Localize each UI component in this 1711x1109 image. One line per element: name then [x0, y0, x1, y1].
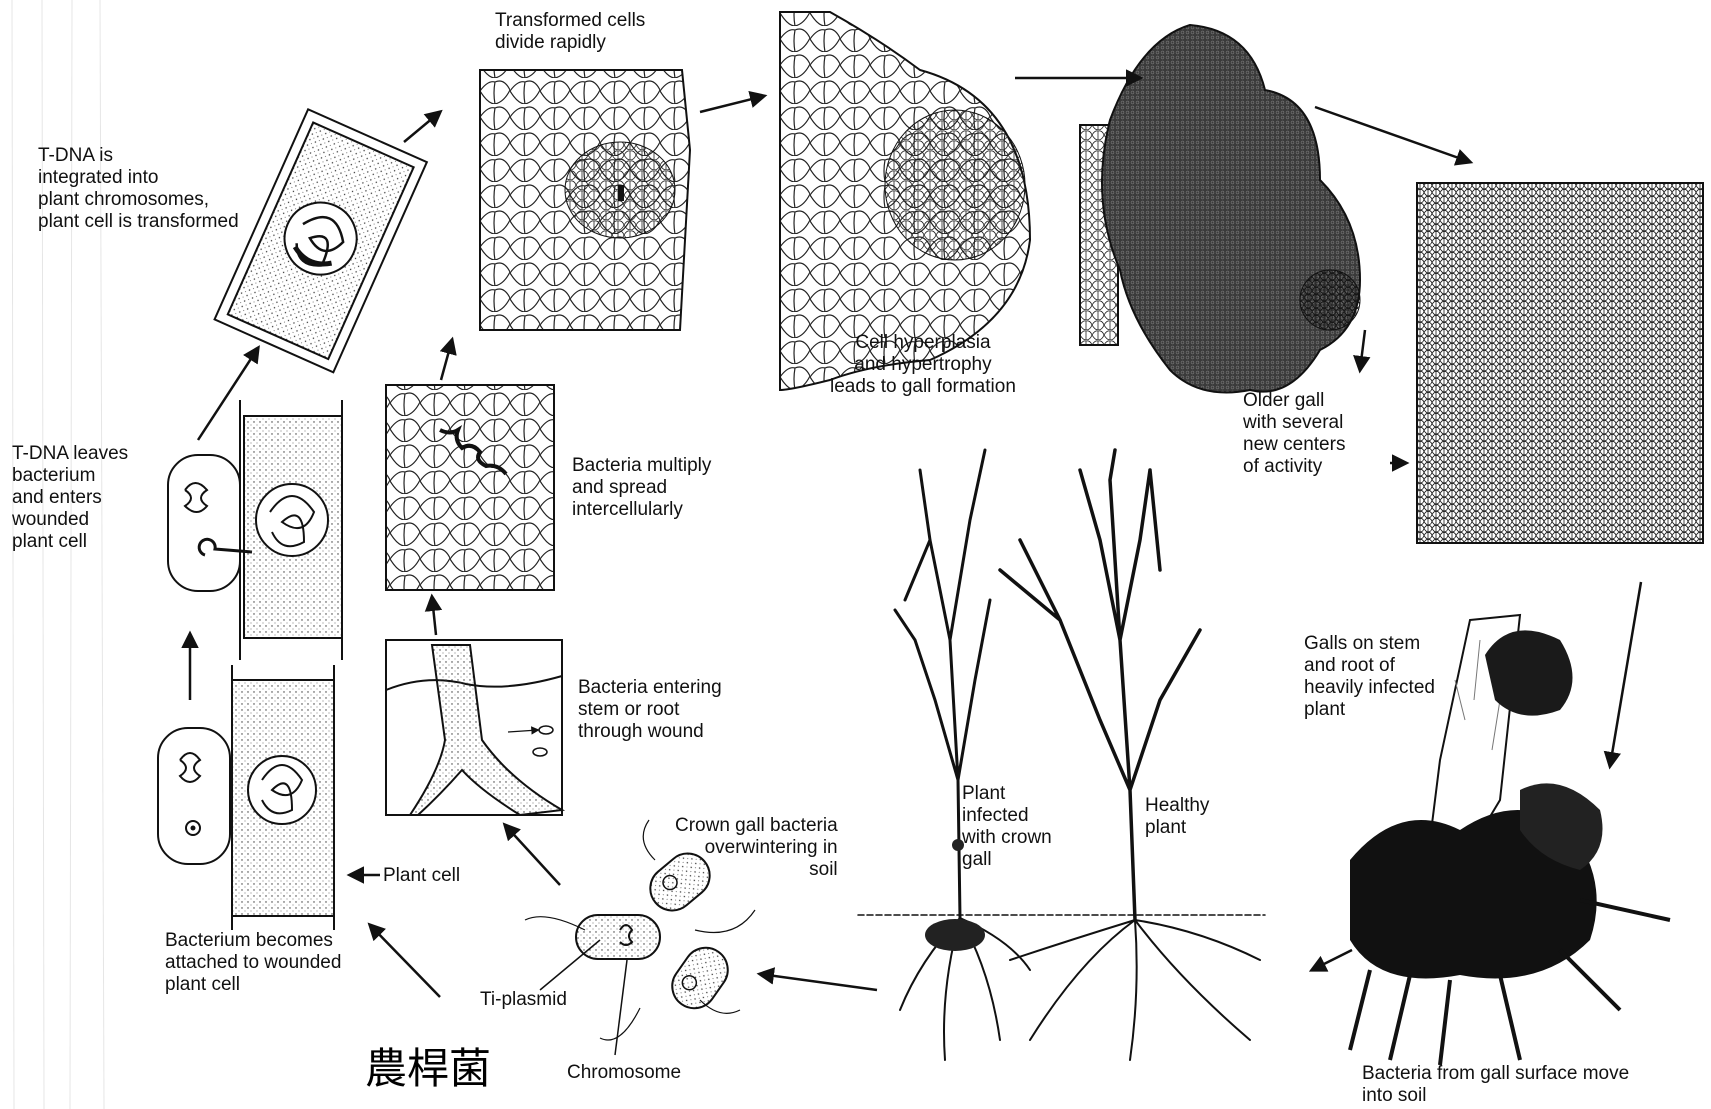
label-line: Bacteria from gall surface move: [1362, 1063, 1629, 1085]
label-line: infected: [962, 805, 1052, 827]
label-bacteria-from-gall: Bacteria from gall surface move into soi…: [1362, 1063, 1629, 1107]
label-line: heavily infected: [1304, 677, 1435, 699]
label-line: attached to wounded: [165, 952, 341, 974]
label-line: Plant cell: [383, 865, 460, 887]
label-line: T-DNA leaves: [12, 443, 128, 465]
attached-bacterium-cell: [158, 665, 334, 930]
label-line: Ti-plasmid: [480, 989, 567, 1011]
label-healthy-plant: Healthy plant: [1145, 795, 1209, 839]
trees: [858, 450, 1265, 1060]
label-line: stem or root: [578, 699, 722, 721]
label-line: wounded: [12, 509, 128, 531]
label-line: Older gall: [1243, 390, 1345, 412]
label-line: with crown: [962, 827, 1052, 849]
label-bacteria-multiply: Bacteria multiply and spread intercellul…: [572, 455, 711, 521]
label-plant-infected: Plant infected with crown gall: [962, 783, 1052, 871]
dividing-cells-tissue: [480, 70, 690, 330]
label-plant-cell: Plant cell: [383, 865, 460, 887]
label-tdna-integrated: T-DNA is integrated into plant chromosom…: [38, 145, 239, 233]
label-line: plant: [1145, 817, 1209, 839]
label-line: plant cell: [12, 531, 128, 553]
transformed-plant-cell: [215, 109, 427, 372]
label-line: soil: [675, 859, 838, 881]
label-ti-plasmid: Ti-plasmid: [480, 989, 567, 1011]
label-line: intercellularly: [572, 499, 711, 521]
label-line: Plant: [962, 783, 1052, 805]
label-line: plant: [1304, 699, 1435, 721]
label-line: Bacteria entering: [578, 677, 722, 699]
label-line: new centers: [1243, 434, 1345, 456]
label-line: plant chromosomes,: [38, 189, 239, 211]
label-line: Bacterium becomes: [165, 930, 341, 952]
label-galls-on-stem: Galls on stem and root of heavily infect…: [1304, 633, 1435, 721]
label-line: Cell hyperplasia: [830, 332, 1016, 354]
label-tdna-leaves: T-DNA leaves bacterium and enters wounde…: [12, 443, 128, 553]
label-line: Transformed cells: [495, 10, 645, 32]
label-line: Bacteria multiply: [572, 455, 711, 477]
label-chromosome: Chromosome: [567, 1062, 681, 1084]
label-line: overwintering in: [675, 837, 838, 859]
label-line: and root of: [1304, 655, 1435, 677]
label-line: Healthy: [1145, 795, 1209, 817]
label-line: divide rapidly: [495, 32, 645, 54]
bacteria-entering-wound: [386, 640, 562, 815]
label-line: Galls on stem: [1304, 633, 1435, 655]
label-line: plant cell: [165, 974, 341, 996]
bacteria-multiply-tissue: [386, 385, 554, 590]
label-line: gall: [962, 849, 1052, 871]
gall-tissue-closeup: [1417, 183, 1703, 543]
label-line: of activity: [1243, 456, 1345, 478]
caption-agrobacterium-cjk: 農桿菌: [365, 1035, 491, 1096]
label-line: integrated into: [38, 167, 239, 189]
label-crown-gall-overwintering: Crown gall bacteria overwintering in soi…: [675, 815, 838, 881]
label-line: Chromosome: [567, 1062, 681, 1084]
label-line: Crown gall bacteria: [675, 815, 838, 837]
label-line: and hypertrophy: [830, 354, 1016, 376]
label-hyperplasia: Cell hyperplasia and hypertrophy leads t…: [830, 332, 1016, 398]
older-gall: [1080, 25, 1360, 393]
label-line: and spread: [572, 477, 711, 499]
label-line: plant cell is transformed: [38, 211, 239, 233]
tdna-transfer-cell: [168, 400, 342, 660]
label-line: through wound: [578, 721, 722, 743]
label-line: with several: [1243, 412, 1345, 434]
label-older-gall: Older gall with several new centers of a…: [1243, 390, 1345, 478]
label-line: and enters: [12, 487, 128, 509]
label-line: T-DNA is: [38, 145, 239, 167]
label-line: leads to gall formation: [830, 376, 1016, 398]
label-bacterium-attached: Bacterium becomes attached to wounded pl…: [165, 930, 341, 996]
label-transformed-divide: Transformed cells divide rapidly: [495, 10, 645, 54]
label-line: bacterium: [12, 465, 128, 487]
label-line: into soil: [1362, 1085, 1629, 1107]
label-bacteria-entering: Bacteria entering stem or root through w…: [578, 677, 722, 743]
